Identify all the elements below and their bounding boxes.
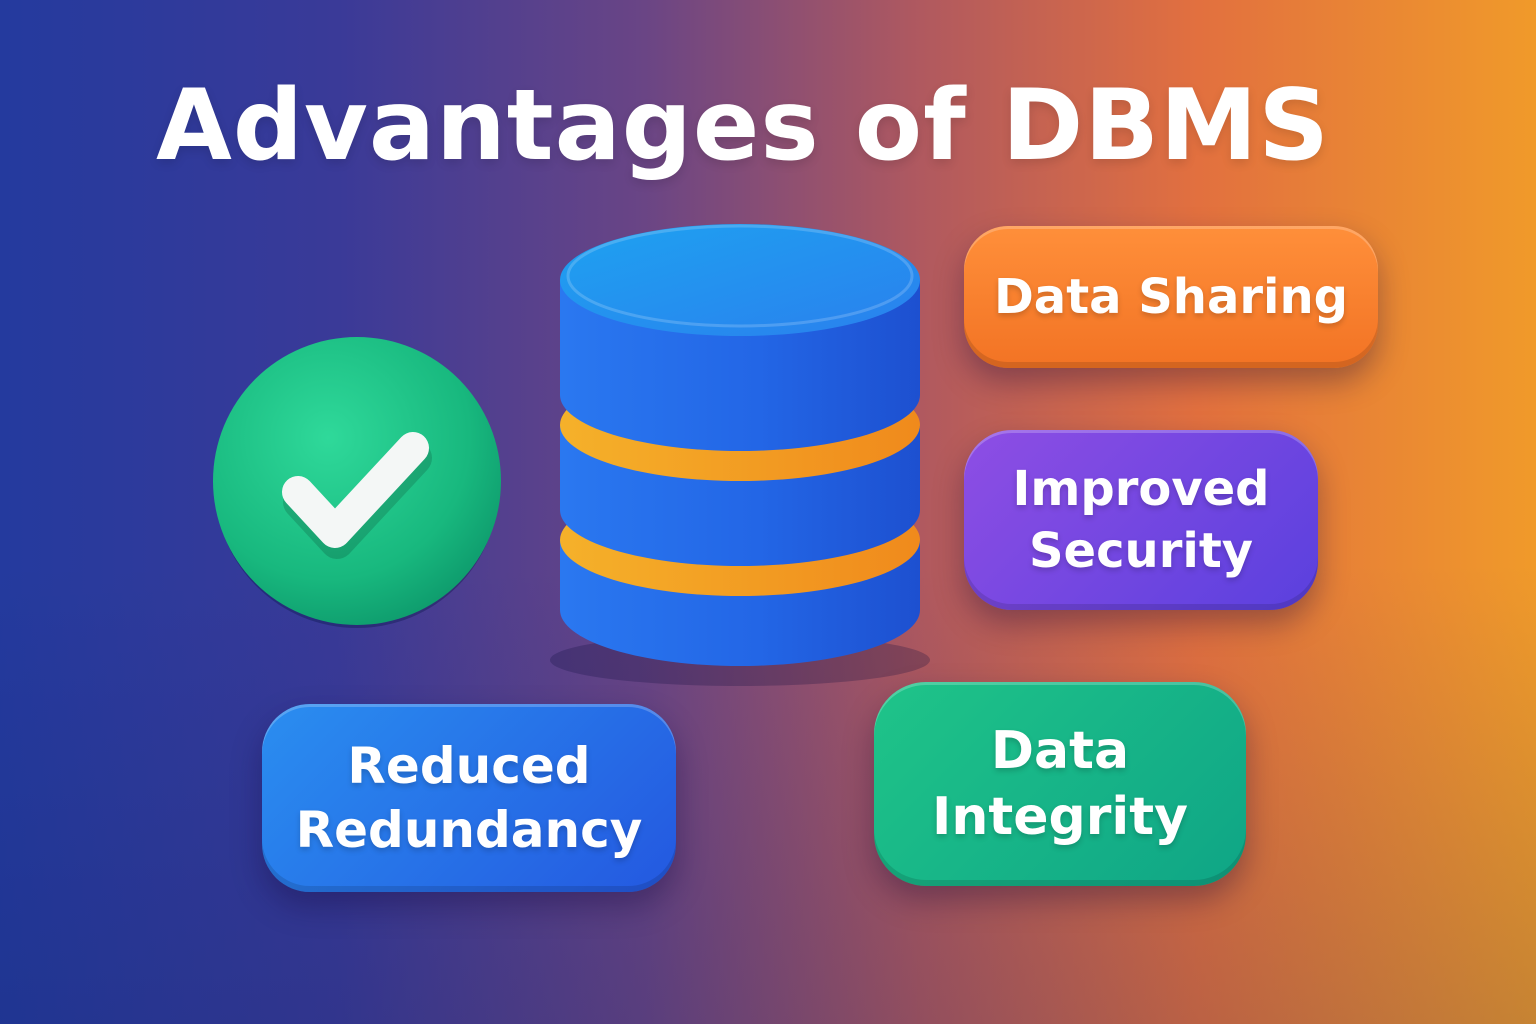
pill-data-sharing: Data Sharing [964, 226, 1378, 368]
pill-label: Data Sharing [993, 269, 1349, 325]
page-title: Advantages of DBMS [155, 69, 1331, 183]
pill-label-line-2: Integrity [932, 787, 1188, 847]
pill-reduced-redundancy: Reduced Redundancy [262, 704, 676, 892]
pill-data-integrity: Data Integrity [874, 682, 1246, 886]
pill-label-line-1: Data [990, 721, 1130, 781]
pill-improved-security: Improved Security [964, 430, 1318, 610]
pill-label-line-2: Security [1028, 523, 1254, 579]
check-circle-icon [213, 337, 501, 628]
pill-label-line-1: Improved [1012, 461, 1270, 517]
pill-label-line-1: Reduced [347, 737, 591, 795]
database-icon [550, 224, 930, 686]
pill-label-line-2: Redundancy [295, 801, 643, 859]
